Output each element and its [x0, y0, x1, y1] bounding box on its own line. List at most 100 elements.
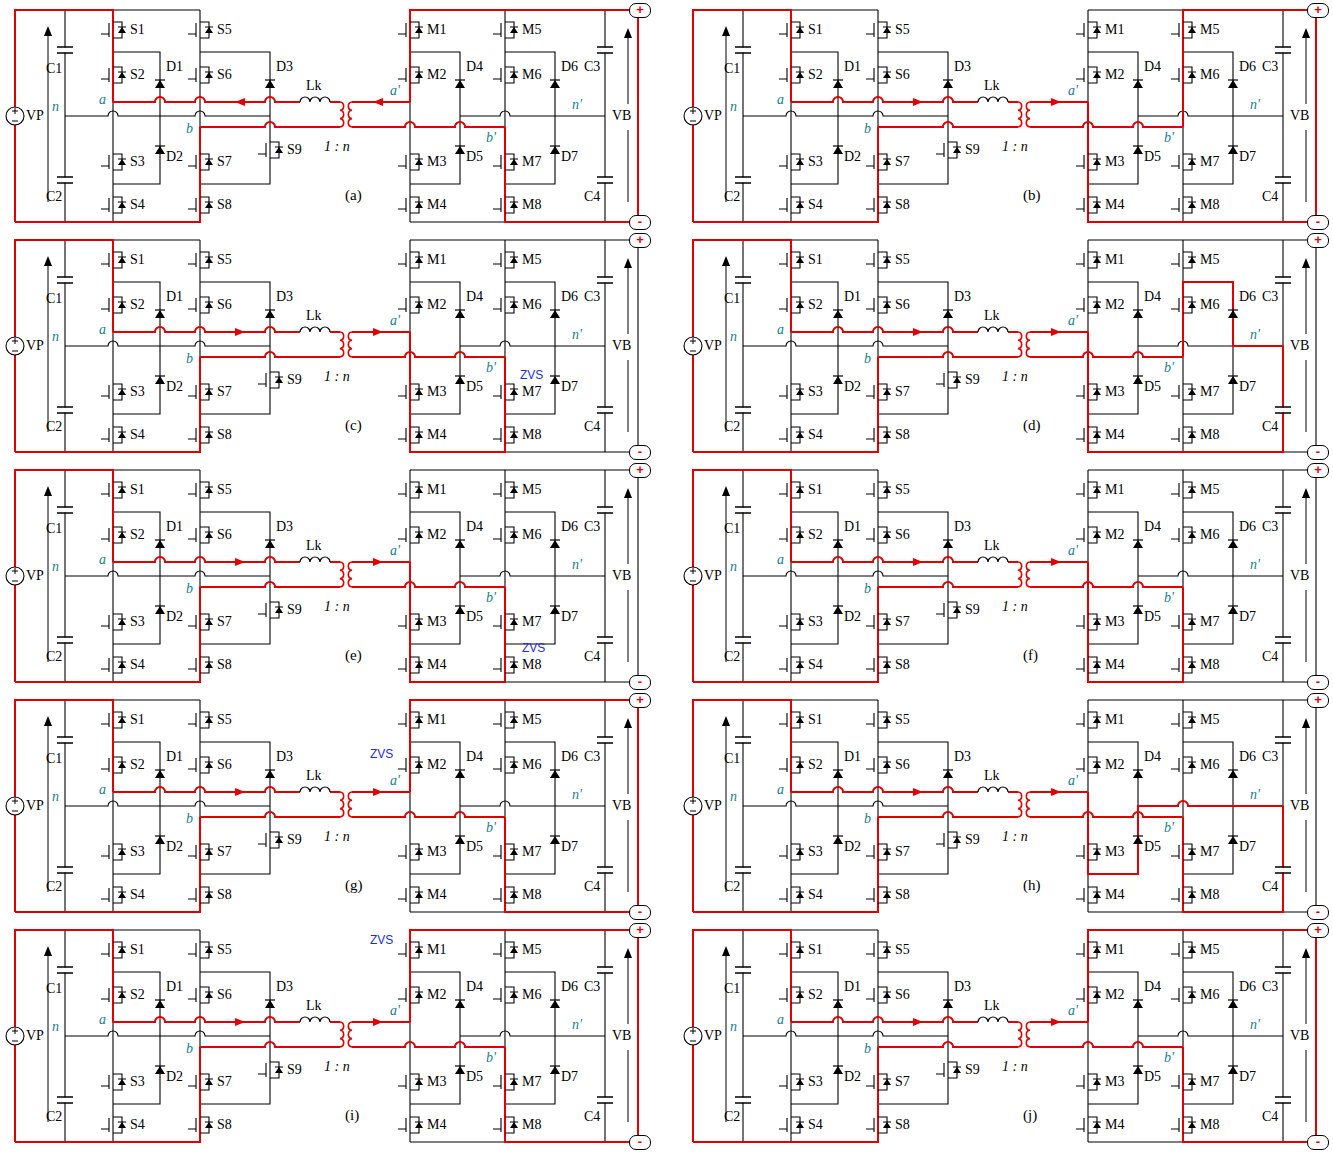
- circuit-panel: [684, 240, 1316, 452]
- voltage-arrow-head: [1302, 258, 1310, 268]
- body-diode: [415, 257, 423, 263]
- diode-bar: [1228, 999, 1238, 1000]
- current-path: [15, 700, 113, 912]
- component-label: D7: [561, 840, 578, 854]
- node-label: b: [186, 1042, 193, 1056]
- circuit-panel: [6, 10, 638, 222]
- component-label: D7: [1239, 840, 1256, 854]
- component-label: S9: [287, 603, 302, 617]
- diode-symbol: [943, 310, 953, 318]
- body-diode: [415, 159, 423, 165]
- mosfet-symbol: [188, 297, 213, 313]
- component-label: C1: [46, 982, 62, 996]
- wire: [460, 571, 605, 576]
- terminal: +: [1307, 3, 1329, 18]
- terminal: +: [629, 233, 651, 248]
- mosfet-symbol: [779, 482, 804, 498]
- terminal-sign: -: [638, 904, 642, 919]
- component-label: D6: [561, 60, 578, 74]
- mosfet-symbol: [398, 757, 423, 773]
- component-label: M4: [427, 1118, 446, 1132]
- component-label: Lk: [984, 999, 1000, 1013]
- wire: [743, 571, 948, 576]
- body-diode: [415, 992, 423, 998]
- node-label: n': [1250, 1018, 1260, 1032]
- current-path: [15, 817, 200, 912]
- component-label: C2: [46, 1110, 62, 1124]
- node-label: b': [1164, 361, 1174, 375]
- diode-symbol: [265, 1000, 275, 1008]
- node-label: b': [486, 1051, 496, 1065]
- transformer-secondary: [348, 1022, 352, 1047]
- diode-symbol: [455, 80, 465, 88]
- body-diode: [883, 202, 891, 208]
- capacitor-symbol: [735, 1097, 751, 1103]
- capacitor-gap: [596, 638, 614, 643]
- diode-bar: [943, 79, 953, 80]
- current-arrow: [913, 98, 923, 106]
- circuit-panel: [6, 470, 638, 682]
- wire: [113, 97, 300, 102]
- capacitor-gap: [596, 968, 614, 973]
- component-label: D6: [1239, 520, 1256, 534]
- terminal-sign: +: [636, 2, 644, 17]
- component-label: M7: [522, 615, 541, 629]
- component-label: S9: [965, 373, 980, 387]
- circuit-panel: [6, 700, 638, 912]
- inductor-symbol: [978, 1017, 1008, 1022]
- component-label: S1: [130, 943, 145, 957]
- component-label: S9: [965, 1063, 980, 1077]
- capacitor-symbol: [735, 737, 751, 743]
- mosfet-symbol: [101, 657, 126, 673]
- diode-symbol: [265, 770, 275, 778]
- source-polarity: [690, 568, 696, 581]
- capacitor-symbol: [735, 867, 751, 873]
- diode-symbol: [155, 1066, 165, 1074]
- body-diode: [415, 892, 423, 898]
- component-label: M1: [427, 23, 446, 37]
- capacitor-symbol: [57, 867, 73, 873]
- node-label: a: [777, 783, 784, 797]
- mosfet-symbol: [188, 1117, 213, 1133]
- diode-bar: [550, 145, 560, 146]
- capacitor-symbol: [1275, 867, 1291, 873]
- body-diode: [510, 432, 518, 438]
- wire: [791, 557, 978, 562]
- component-label: M4: [427, 198, 446, 212]
- source-polarity: [12, 338, 18, 351]
- body-diode: [118, 1079, 126, 1085]
- mosfet-symbol: [1076, 657, 1101, 673]
- diode-bar: [550, 309, 560, 310]
- current-arrow: [373, 1018, 383, 1026]
- body-diode: [953, 837, 961, 843]
- transformer-secondary: [1026, 332, 1030, 357]
- body-diode: [510, 892, 518, 898]
- wire: [65, 111, 270, 116]
- component-label: C4: [584, 190, 600, 204]
- mosfet-symbol: [866, 614, 891, 630]
- mosfet-symbol: [188, 757, 213, 773]
- capacitor-symbol: [1275, 277, 1291, 283]
- component-label: M2: [1105, 988, 1124, 1002]
- node-label: n': [1250, 328, 1260, 342]
- voltage-arrow-head: [44, 716, 52, 726]
- diode-bar: [265, 999, 275, 1000]
- component-label: M3: [1105, 1075, 1124, 1089]
- component-label: D7: [1239, 380, 1256, 394]
- body-diode: [1093, 947, 1101, 953]
- terminal: -: [629, 675, 651, 690]
- capacitor-symbol: [1275, 47, 1291, 53]
- component-label: S9: [287, 833, 302, 847]
- capacitor-gap: [734, 738, 752, 743]
- capacitor-gap: [596, 1098, 614, 1103]
- body-diode: [1188, 72, 1196, 78]
- diode-bar: [1133, 1065, 1143, 1066]
- body-diode: [796, 532, 804, 538]
- body-diode: [883, 432, 891, 438]
- body-diode: [883, 257, 891, 263]
- component-label: M1: [427, 713, 446, 727]
- terminal: -: [1307, 675, 1329, 690]
- capacitor-symbol: [597, 177, 613, 183]
- component-label: S3: [808, 385, 823, 399]
- diode-symbol: [155, 376, 165, 384]
